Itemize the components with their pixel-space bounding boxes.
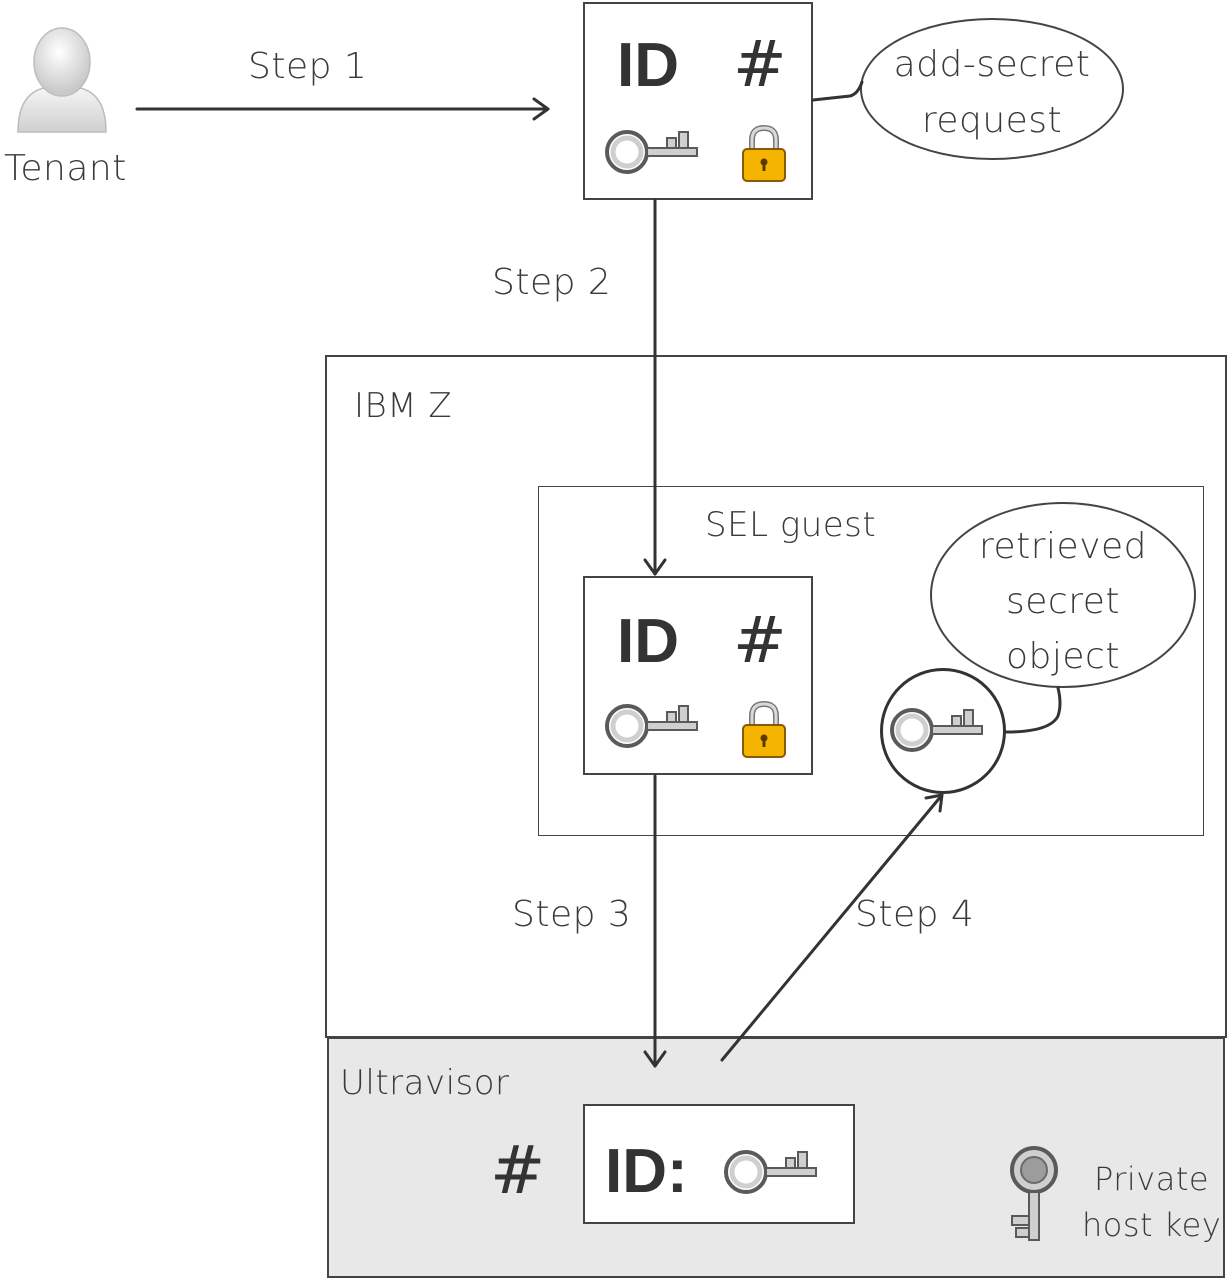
bubble-request-line2: request	[921, 100, 1063, 141]
bubble-request-line1: add-secret	[893, 44, 1091, 85]
guest-key-icon	[603, 700, 701, 756]
step4-label: Step 4	[855, 894, 975, 935]
step1-arrowhead	[532, 97, 550, 121]
ultravisor-id-text: ID:	[605, 1137, 688, 1206]
step3-label: Step 3	[512, 894, 632, 935]
step3-arrowhead	[643, 1050, 667, 1068]
step4-arrowhead	[924, 793, 944, 813]
guest-hash-text: #	[733, 604, 787, 678]
retrieved-secret-bubble	[930, 502, 1196, 688]
host-key-line2: host key	[1082, 1206, 1222, 1244]
add-secret-request-bubble	[860, 18, 1124, 160]
ultravisor-key-icon	[722, 1146, 820, 1202]
bubble-retrieved-line3: object	[1006, 636, 1120, 677]
ultravisor-hash-text: #	[490, 1132, 546, 1209]
tenant-label: Tenant	[4, 148, 127, 189]
step4-arrow	[720, 793, 944, 1062]
bubble-retrieved-line1: retrieved	[978, 526, 1148, 567]
bubble-retrieved-line2: secret	[1006, 581, 1120, 622]
ultravisor-label: Ultravisor	[340, 1063, 510, 1103]
guest-lock-icon	[740, 698, 788, 764]
request-lock-icon	[740, 122, 788, 188]
retrieved-bubble-connector	[1004, 686, 1062, 734]
request-hash-text: #	[733, 28, 787, 102]
sel-guest-label: SEL guest	[705, 505, 877, 545]
tenant-avatar-icon	[14, 24, 110, 136]
request-id-text: ID	[617, 31, 679, 100]
request-key-icon	[603, 126, 701, 182]
request-bubble-connector	[811, 80, 864, 102]
ultravisor-id-box	[583, 1104, 855, 1224]
step2-label: Step 2	[492, 262, 612, 303]
guest-id-text: ID	[617, 607, 679, 676]
ibmz-label: IBM Z	[354, 386, 453, 426]
retrieved-key-icon	[888, 704, 986, 760]
step1-label: Step 1	[248, 46, 368, 87]
host-key-line1: Private	[1094, 1160, 1210, 1198]
step2-arrowhead	[643, 558, 667, 576]
private-host-key-icon	[1004, 1144, 1064, 1248]
